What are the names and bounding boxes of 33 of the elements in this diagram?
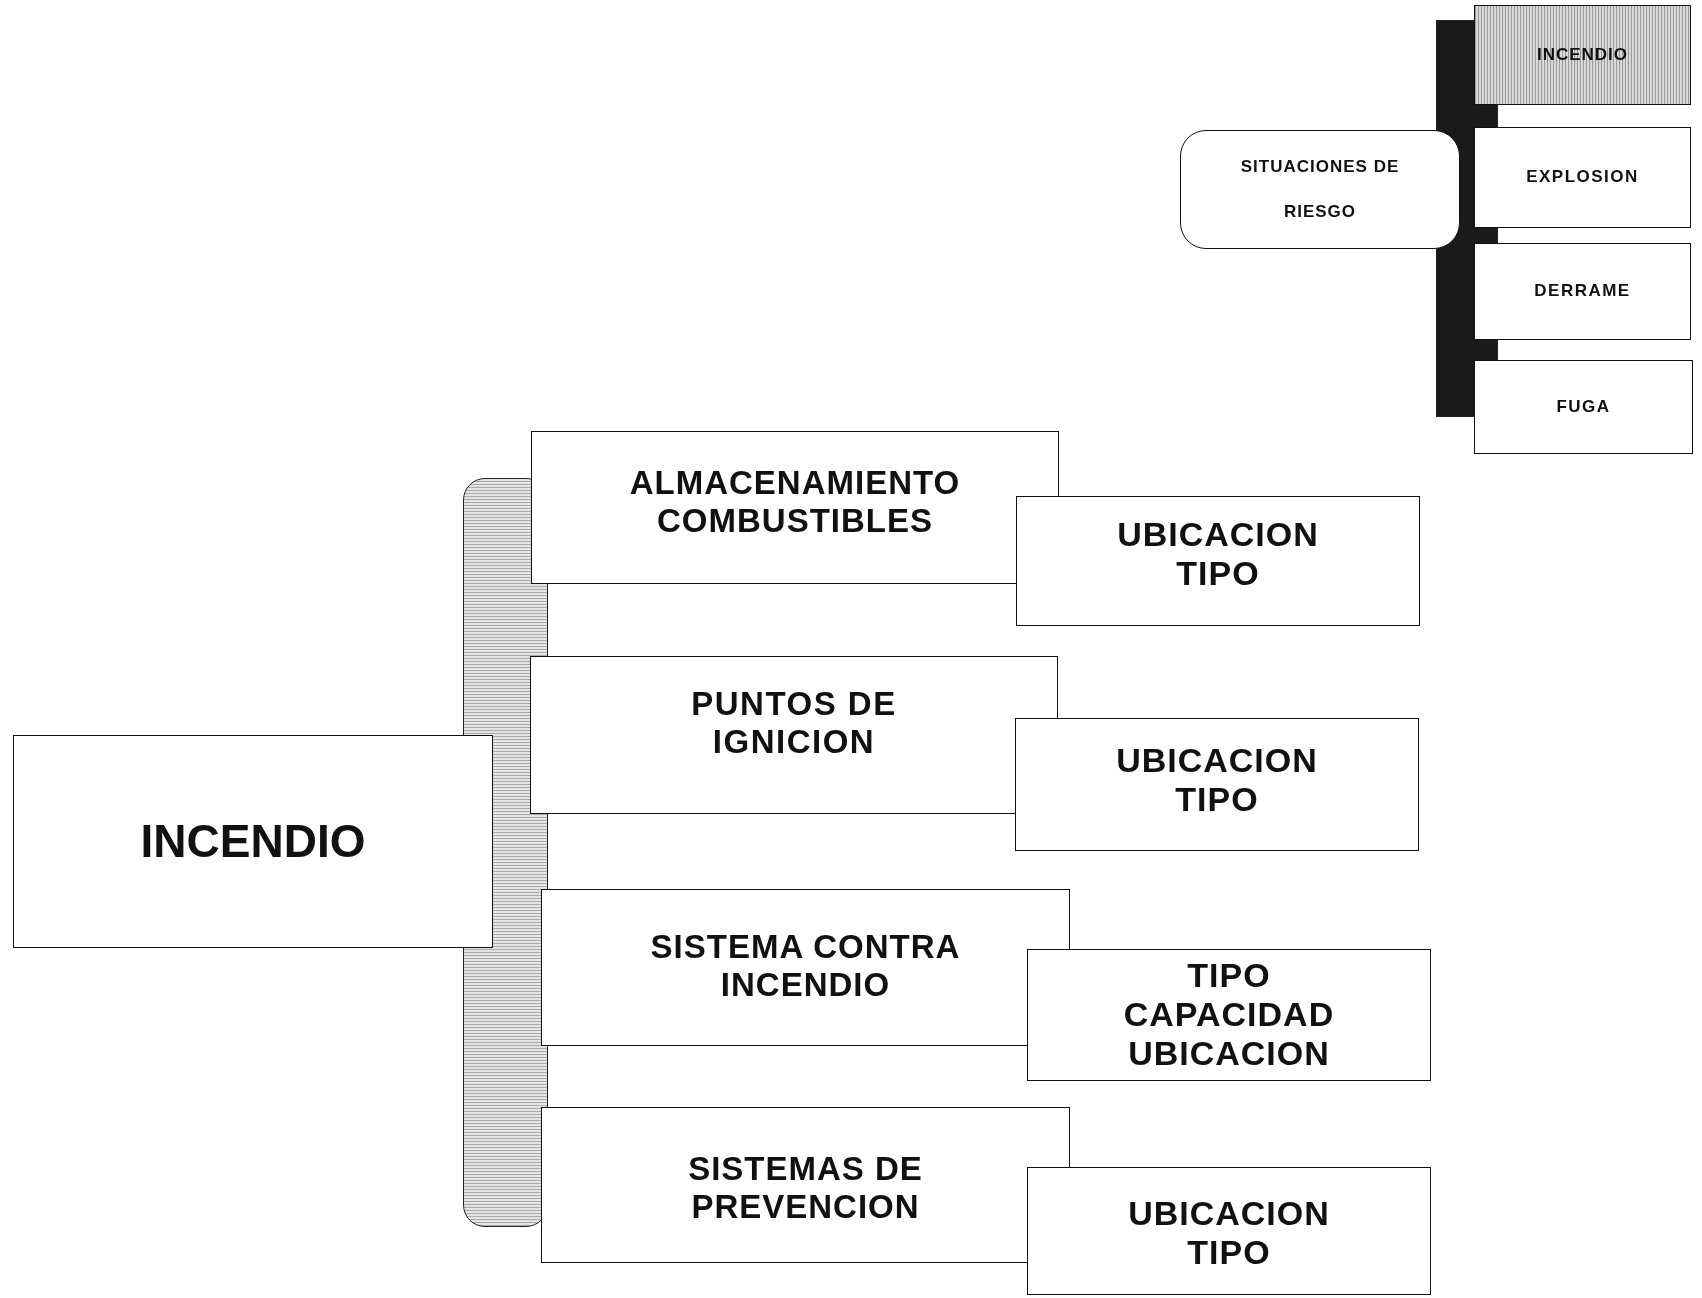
box	[1474, 360, 1693, 454]
box-label: FUGA	[1556, 396, 1611, 418]
box-label: UBICACION	[1128, 1194, 1330, 1234]
box	[1474, 5, 1691, 105]
box-label: UBICACION	[1117, 515, 1319, 555]
box-label: SISTEMA CONTRA INCENDIO	[649, 928, 962, 1004]
box	[1016, 496, 1420, 626]
box	[1474, 243, 1691, 340]
box-label: CAPACIDAD	[1123, 995, 1335, 1035]
box	[1474, 127, 1691, 228]
box-label: SISTEMAS DE PREVENCION	[687, 1150, 924, 1226]
box-label: UBICACION	[1116, 741, 1318, 781]
box-label: TIPO	[1176, 554, 1260, 594]
box-label: ALMACENAMIENTO COMBUSTIBLES	[628, 464, 962, 540]
box-label: TIPO	[1187, 956, 1271, 996]
box-label: TIPO	[1187, 1233, 1271, 1273]
box-label: INCENDIO	[1536, 44, 1629, 66]
rounded-box	[1180, 130, 1460, 249]
box-label: UBICACION	[1128, 1034, 1330, 1074]
box-label: TIPO	[1175, 780, 1259, 820]
box	[530, 656, 1058, 814]
box	[541, 889, 1070, 1046]
box-label: DERRAME	[1534, 281, 1631, 302]
box	[531, 431, 1059, 584]
box-label: PUNTOS DE IGNICION	[690, 685, 898, 761]
box	[13, 735, 493, 948]
box	[1027, 1167, 1431, 1295]
box-label: EXPLOSION	[1526, 167, 1639, 188]
box-label: INCENDIO	[140, 816, 366, 867]
box	[541, 1107, 1070, 1263]
box	[1027, 949, 1431, 1081]
box	[1015, 718, 1419, 851]
box-label: SITUACIONES DE RIESGO	[1239, 156, 1401, 223]
